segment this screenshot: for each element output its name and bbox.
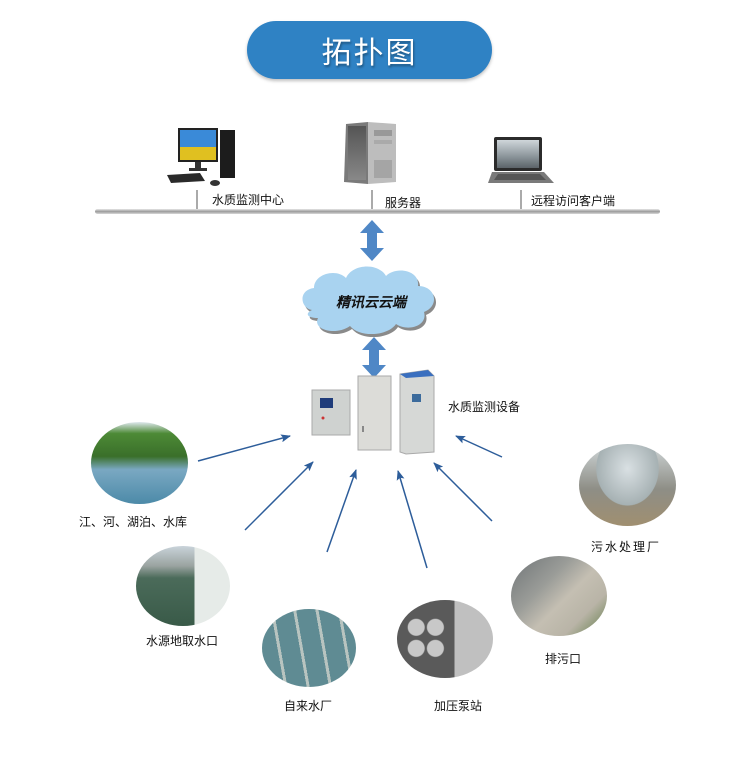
network-bus-line xyxy=(95,209,660,214)
arrow-pump-to-equipment xyxy=(396,470,428,569)
control-cabinet-icon xyxy=(311,369,435,455)
source-label-river-lake: 江、河、湖泊、水库 xyxy=(79,515,188,529)
arrow-river-to-equipment xyxy=(197,434,291,462)
desktop-computer-icon xyxy=(167,128,235,186)
arrow-waterworks-to-equipment xyxy=(326,469,357,553)
cloud-label: 精讯云云端 xyxy=(336,295,406,311)
arrow-outlet-to-equipment xyxy=(433,462,493,522)
sewage-outlet-photo xyxy=(511,556,607,636)
source-label-waterworks: 自来水厂 xyxy=(284,699,333,713)
laptop-icon xyxy=(488,137,554,183)
water-intake-photo xyxy=(136,546,230,626)
source-label-pump-station: 加压泵站 xyxy=(434,699,483,713)
source-label-water-intake: 水源地取水口 xyxy=(146,634,219,648)
bidirectional-arrow-top xyxy=(360,220,384,261)
arrow-plant-to-equipment xyxy=(455,435,503,458)
sewage-plant-photo xyxy=(579,444,676,526)
cloud-icon xyxy=(302,266,437,338)
title-banner: 拓扑图 xyxy=(247,21,492,79)
bidirectional-arrow-bottom xyxy=(362,337,386,378)
arrow-intake-to-equipment xyxy=(244,461,314,531)
equipment-label: 水质监测设备 xyxy=(448,400,521,414)
river-lake-photo xyxy=(91,422,188,504)
waterworks-photo xyxy=(262,609,356,687)
device-label-monitoring-center: 水质监测中心 xyxy=(212,193,285,207)
server-icon xyxy=(344,122,396,184)
device-label-remote-client: 远程访问客户端 xyxy=(531,194,616,208)
device-label-server: 服务器 xyxy=(385,196,422,210)
source-label-sewage-outlet: 排污口 xyxy=(545,652,582,666)
page-title: 拓扑图 xyxy=(321,36,418,71)
pump-station-photo xyxy=(397,600,493,678)
connector-tick xyxy=(196,190,198,210)
connector-tick xyxy=(520,190,522,210)
connector-tick xyxy=(371,190,373,210)
source-label-sewage-plant: 污水处理厂 xyxy=(591,540,662,554)
